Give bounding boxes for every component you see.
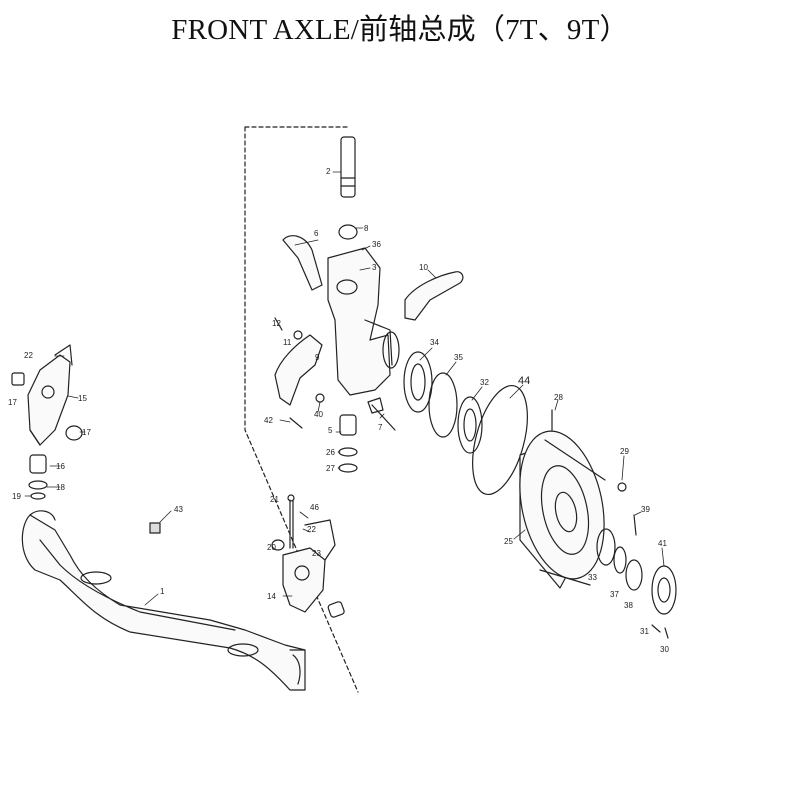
callout-44: 44 xyxy=(518,375,530,387)
callout-29: 29 xyxy=(620,447,629,456)
ring-26 xyxy=(338,447,358,457)
callout-14: 14 xyxy=(267,592,276,601)
ring-27 xyxy=(338,463,358,473)
callout-6: 6 xyxy=(314,229,319,238)
callout-5: 5 xyxy=(328,426,333,435)
callout-11: 11 xyxy=(283,338,292,347)
callout-42: 42 xyxy=(264,416,273,425)
callout-10: 10 xyxy=(419,263,428,272)
bearing-33 xyxy=(596,528,616,566)
callout-9: 9 xyxy=(315,353,320,362)
callout-16: 16 xyxy=(56,462,65,471)
callout-23: 23 xyxy=(312,549,321,558)
callout-7: 7 xyxy=(378,423,383,432)
callout-43: 43 xyxy=(174,505,183,514)
o-ring-44 xyxy=(472,384,528,496)
callout-41: 41 xyxy=(658,539,667,548)
callout-34: 34 xyxy=(430,338,439,347)
pin-39 xyxy=(633,514,637,536)
callout-22b: 22 xyxy=(307,525,316,534)
nut-29 xyxy=(617,482,627,492)
king-pin xyxy=(340,136,356,198)
callout-26: 26 xyxy=(326,448,335,457)
washer-37 xyxy=(613,546,627,574)
steering-knuckle xyxy=(327,247,400,396)
leader-lines xyxy=(24,171,665,606)
callout-20: 20 xyxy=(267,543,276,552)
callout-46: 46 xyxy=(310,503,319,512)
fastener-30 xyxy=(664,627,669,639)
steering-arm xyxy=(282,235,323,291)
fastener-31 xyxy=(651,624,661,633)
callout-19: 19 xyxy=(12,492,21,501)
wheel-hub xyxy=(519,430,606,589)
right-knuckle xyxy=(271,494,345,618)
callout-35: 35 xyxy=(454,353,463,362)
assembly-boundary-dashed xyxy=(244,126,359,693)
left-knuckle xyxy=(11,344,83,446)
callout-40: 40 xyxy=(314,410,323,419)
callout-36: 36 xyxy=(372,240,381,249)
callout-37: 37 xyxy=(610,590,619,599)
page-title: FRONT AXLE/前轴总成（7T、9T） xyxy=(171,14,629,46)
part-43 xyxy=(149,522,161,534)
callout-39: 39 xyxy=(641,505,650,514)
callout-27: 27 xyxy=(326,464,335,473)
tie-rod-arm xyxy=(404,271,464,321)
callout-17b: 17 xyxy=(82,428,91,437)
callout-32: 32 xyxy=(480,378,489,387)
callout-17: 17 xyxy=(8,398,17,407)
callout-28: 28 xyxy=(554,393,563,402)
callout-8: 8 xyxy=(364,224,369,233)
hub-cap-41 xyxy=(651,565,677,615)
callout-31: 31 xyxy=(640,627,649,636)
bearing-ring-8 xyxy=(338,224,358,240)
callout-12: 12 xyxy=(272,319,281,328)
bushing-5 xyxy=(339,414,357,436)
nut-38 xyxy=(625,559,643,591)
bolt-7 xyxy=(367,397,396,431)
bearing-32 xyxy=(457,396,483,454)
callout-38: 38 xyxy=(624,601,633,610)
callout-30: 30 xyxy=(660,645,669,654)
callout-25: 25 xyxy=(504,537,513,546)
axle-beam xyxy=(21,510,306,691)
callout-18: 18 xyxy=(56,483,65,492)
bearing-34 xyxy=(403,351,433,413)
callout-33: 33 xyxy=(588,573,597,582)
callout-15: 15 xyxy=(78,394,87,403)
callout-22: 22 xyxy=(24,351,33,360)
seal-35 xyxy=(428,372,458,438)
callout-1: 1 xyxy=(160,587,165,596)
kingpin-bushing-stack xyxy=(28,454,48,500)
callout-3: 3 xyxy=(372,263,377,272)
callout-21: 21 xyxy=(270,495,279,504)
callout-2: 2 xyxy=(326,167,331,176)
